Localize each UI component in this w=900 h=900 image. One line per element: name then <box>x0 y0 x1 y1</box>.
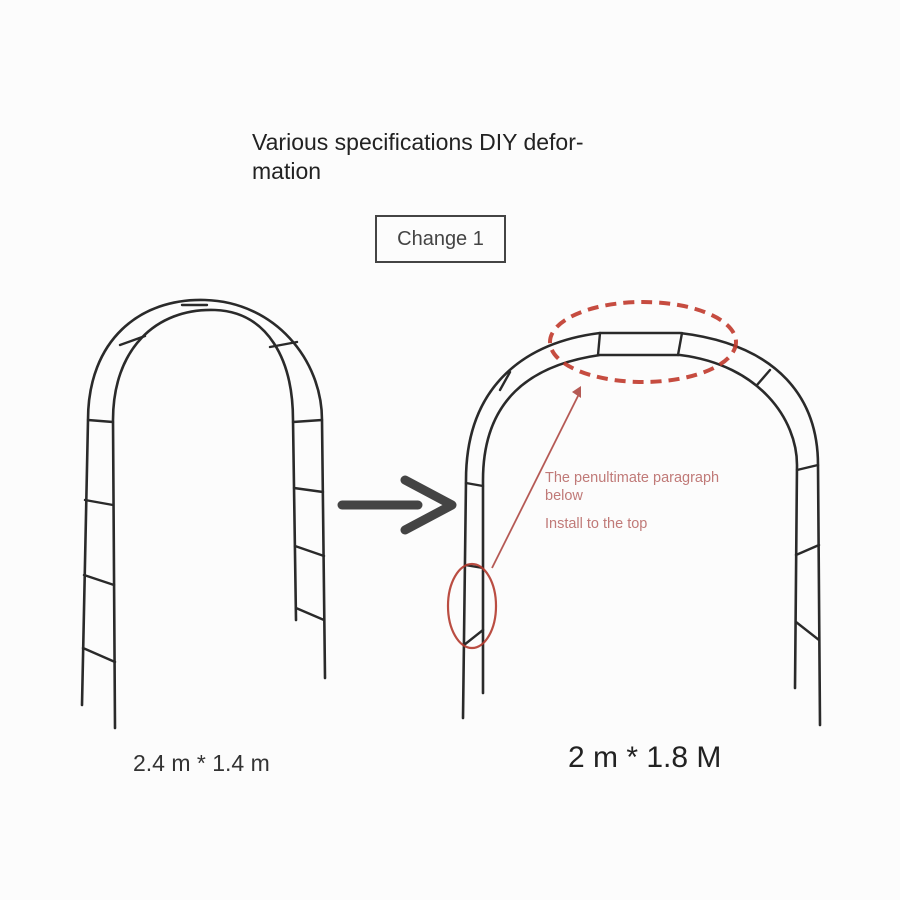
annotation-instruction: Install to the top <box>545 516 648 532</box>
change-label-box: Change 1 <box>375 215 506 263</box>
relocation-arrow <box>491 386 581 569</box>
bottom-segment-highlight <box>446 562 498 650</box>
right-arch-outer-tube <box>461 331 822 727</box>
title-line-1: Various specifications DIY defor- <box>252 129 584 155</box>
page-title: Various specifications DIY defor- mation <box>252 128 652 186</box>
transform-arrow <box>337 475 457 535</box>
left-arch <box>80 298 327 730</box>
right-arch-inner-tube <box>481 353 799 695</box>
right-arch-dimension: 2 m * 1.8 M <box>568 741 722 774</box>
top-segment-highlight <box>548 300 738 384</box>
annotation-line-2: below <box>545 488 583 504</box>
annotation-note: The penultimate paragraph below <box>545 469 775 505</box>
change-label: Change 1 <box>397 227 484 250</box>
left-arch-outer-tube <box>80 298 327 707</box>
title-line-2: mation <box>252 158 322 184</box>
left-arch-dimension: 2.4 m * 1.4 m <box>133 750 270 776</box>
left-arch-rungs <box>81 303 326 664</box>
annotation-line-1: The penultimate paragraph <box>545 470 720 486</box>
left-arch-inner-tube <box>111 308 298 730</box>
